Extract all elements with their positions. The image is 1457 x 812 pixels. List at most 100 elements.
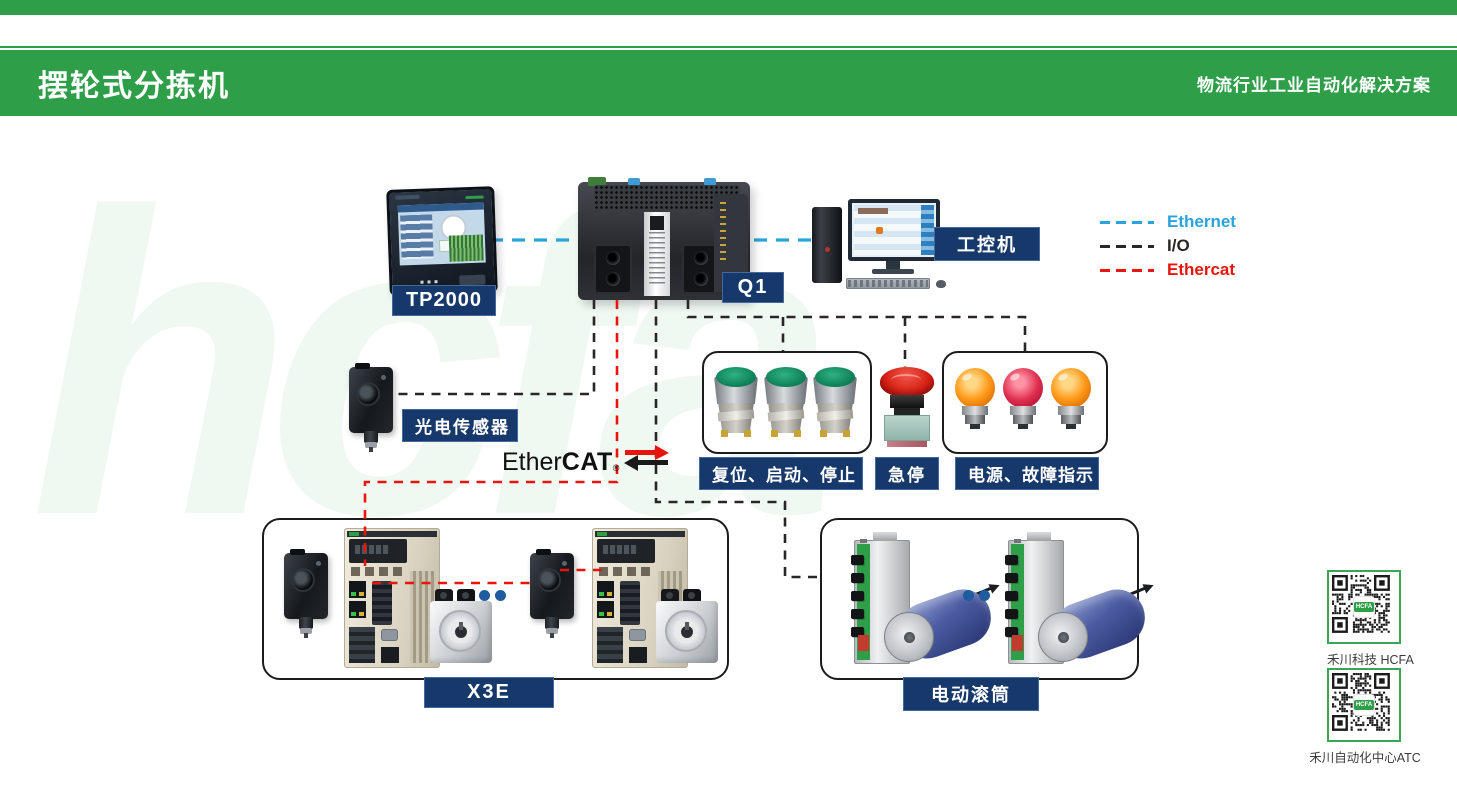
- page-subtitle: 物流行业工业自动化解决方案: [1197, 75, 1431, 95]
- pushbutton-start: [763, 367, 809, 437]
- hmi-tp2000: [386, 186, 498, 296]
- hmi-screen: [397, 202, 486, 266]
- indicator-lamp-fault: [1002, 368, 1044, 430]
- label-estop: 急停: [875, 457, 939, 490]
- ethercat-logo-reg: ®: [612, 463, 620, 473]
- label-photo-sensor: 光电传感器: [402, 409, 518, 442]
- legend-swatch-io: [1100, 244, 1154, 248]
- x3e-servo-motor-1: [430, 588, 492, 664]
- qr-block-hcfa: HCFA 禾川科技 HCFA: [1327, 570, 1414, 668]
- legend-label: I/O: [1167, 236, 1190, 255]
- hmi-screen-titlebar: [397, 202, 484, 213]
- hmi-logo-stripe: [465, 195, 484, 200]
- pc-screen-marker: [876, 227, 883, 234]
- ethercat-logo-text: EtherCAT: [502, 448, 613, 476]
- sensor-led: [381, 375, 386, 380]
- header: 摆轮式分拣机 物流行业工业自动化解决方案: [0, 50, 1457, 116]
- q1-side-label: [720, 202, 726, 262]
- pc-keyboard: [846, 278, 930, 289]
- header-rule: [0, 46, 1457, 48]
- pc-monitor: [848, 199, 940, 261]
- ellipsis-dot: [963, 590, 974, 601]
- label-roller: 电动滚筒: [903, 677, 1039, 711]
- qr-pattern: [1332, 673, 1396, 736]
- legend-swatch-ethernet: [1100, 220, 1154, 224]
- ellipsis-dot: [979, 590, 990, 601]
- pc-screen: [854, 205, 934, 255]
- pc-mouse: [936, 280, 946, 288]
- legend-label: Ethercat: [1167, 260, 1236, 279]
- estop-highlight: [891, 374, 921, 386]
- q1-connector-left: [594, 244, 632, 294]
- qr-code-hcfa: HCFA: [1327, 570, 1401, 644]
- legend-row-io: I/O: [1100, 234, 1236, 258]
- pc-keys: [848, 280, 928, 287]
- qr-caption: 禾川科技 HCFA: [1327, 653, 1414, 667]
- q1-front-strip: [644, 212, 670, 296]
- top-accent-bar: [0, 0, 1457, 15]
- qr-block-atc: HCFA 禾川自动化中心ATC: [1309, 668, 1421, 766]
- hmi-front-leds: [420, 280, 439, 284]
- hmi-brand-mark: [395, 194, 420, 200]
- q1-power-connector: [588, 177, 606, 186]
- hmi-front-button: [459, 274, 486, 286]
- legend-label: Ethernet: [1167, 212, 1236, 231]
- q1-socket: [694, 272, 708, 286]
- drum-motor-1: [884, 580, 1002, 670]
- pc-power-led: [825, 247, 830, 252]
- q1-logo-badge: [650, 216, 664, 230]
- drum-motor-2: [1038, 580, 1156, 670]
- q1-connector-right: [682, 244, 720, 294]
- label-x3e: X3E: [424, 677, 554, 708]
- label-indicators: 电源、故障指示: [955, 457, 1099, 490]
- roller-controller-card-2: [1005, 532, 1064, 664]
- indicator-lamp-power: [954, 368, 996, 430]
- q1-vent-grid: [594, 185, 740, 209]
- pc-tower: [812, 207, 842, 283]
- sensor-plug-pin: [369, 447, 373, 452]
- label-ipc: 工控机: [934, 227, 1040, 261]
- qr-code-atc: HCFA: [1327, 668, 1401, 742]
- ethercat-logo: EtherCAT ®: [502, 445, 671, 477]
- label-tp2000: TP2000: [392, 285, 496, 316]
- pushbutton-stop: [812, 367, 858, 437]
- ethercat-logo-arrows: [624, 445, 670, 471]
- hmi-screen-trend: [448, 234, 484, 262]
- q1-socket: [606, 251, 620, 265]
- q1-port-cap-2: [704, 178, 716, 186]
- sensor-top-notch: [355, 363, 370, 369]
- qr-caption: 禾川自动化中心ATC: [1309, 751, 1421, 765]
- photo-sensor: [349, 363, 393, 453]
- hmi-screen-list: [400, 214, 434, 260]
- x3e-servo-drive-1: [344, 528, 440, 668]
- industrial-pc: [812, 199, 952, 291]
- ellipsis-dot: [479, 590, 490, 601]
- label-q1: Q1: [722, 272, 784, 303]
- legend-row-ethernet: Ethernet: [1100, 210, 1236, 234]
- indicator-lamp-run: [1050, 368, 1092, 430]
- x3e-sensor-1: [284, 549, 328, 639]
- x3e-sensor-2: [530, 549, 574, 639]
- q1-socket: [694, 251, 708, 265]
- ellipsis-dot: [495, 590, 506, 601]
- pushbutton-green-cap: [716, 367, 756, 387]
- label-buttons: 复位、启动、停止: [699, 457, 863, 490]
- pushbutton-green-cap: [766, 367, 806, 387]
- pc-monitor-stand: [886, 261, 900, 270]
- q1-port-cap-1: [628, 178, 640, 186]
- pc-screen-sidepanel: [921, 205, 934, 255]
- line-legend: Ethernet I/O Ethercat: [1100, 210, 1236, 282]
- sensor-lens: [356, 382, 380, 406]
- pushbutton-reset: [713, 367, 759, 437]
- pc-monitor-base: [872, 269, 914, 274]
- pushbutton-green-cap: [815, 367, 855, 387]
- x3e-servo-motor-2: [656, 588, 718, 664]
- qr-pattern: [1332, 575, 1396, 638]
- estop-terminals: [887, 441, 927, 447]
- q1-front-text: [649, 232, 665, 284]
- qr-center-logo: HCFA: [1353, 597, 1375, 617]
- page-title: 摆轮式分拣机: [38, 70, 230, 103]
- estop-contact-base: [884, 415, 930, 441]
- emergency-stop-button: [879, 367, 935, 447]
